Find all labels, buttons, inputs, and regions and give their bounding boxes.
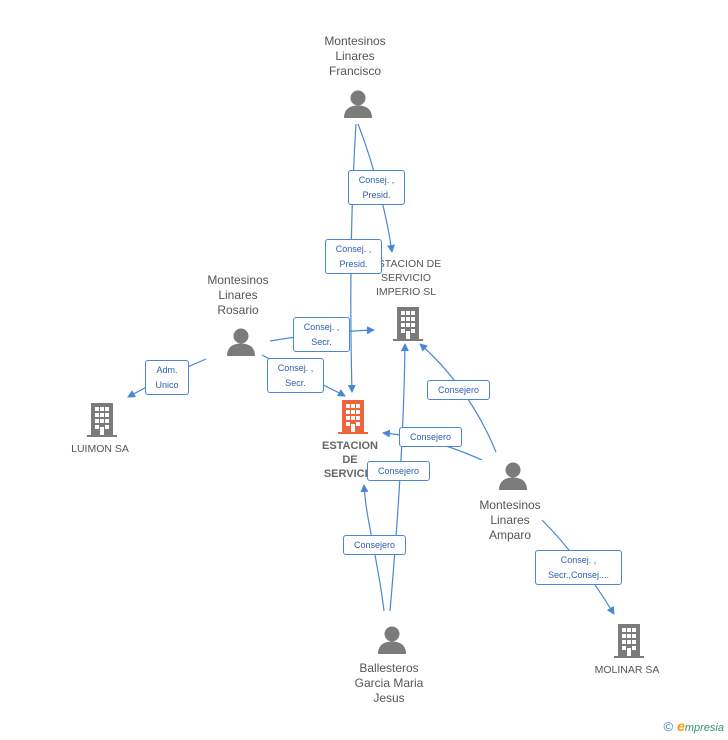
person-icon — [227, 328, 255, 356]
edge-label-consejero[interactable]: Consejero — [343, 535, 406, 555]
person-icon — [344, 90, 372, 118]
brand-logo-e: e — [677, 718, 685, 734]
edge-label-consejero[interactable]: Consejero — [399, 427, 462, 447]
person-icon — [378, 626, 406, 654]
person-icon — [499, 462, 527, 490]
building-icon — [393, 307, 423, 341]
footer-brand[interactable]: ©empresia — [663, 718, 724, 734]
person-francisco-label[interactable]: Montesinos Linares Francisco — [324, 34, 386, 78]
company-molinar-label[interactable]: MOLINAR SA — [594, 664, 660, 676]
edge-label-consejero[interactable]: Consejero — [367, 461, 430, 481]
edge-label-adm-unico[interactable]: Adm.Unico — [145, 360, 189, 395]
edge-label-consej-presid[interactable]: Consej. ,Presid. — [348, 170, 405, 205]
company-luimon-label[interactable]: LUIMON SA — [71, 443, 129, 455]
edge-label-consej-secr-consej[interactable]: Consej. ,Secr.,Consej.... — [535, 550, 622, 585]
edge-label-consej-secr[interactable]: Consej. ,Secr. — [267, 358, 324, 393]
person-amparo-label[interactable]: Montesinos Linares Amparo — [479, 498, 541, 542]
brand-logo-text: mpresia — [684, 722, 724, 734]
building-icon — [614, 624, 644, 658]
company-imperio-label[interactable]: ESTACION DE SERVICIO IMPERIO SL — [370, 258, 442, 298]
edge-label-consej-presid[interactable]: Consej. ,Presid. — [325, 239, 382, 274]
edge-label-consejero[interactable]: Consejero — [427, 380, 490, 400]
building-icon — [87, 403, 117, 437]
building-icon — [338, 400, 368, 434]
company-main-label[interactable]: ESTACION DE SERVICIO — [321, 440, 379, 480]
person-jesus-label[interactable]: Ballesteros Garcia Maria Jesus — [354, 661, 424, 705]
person-rosario-label[interactable]: Montesinos Linares Rosario — [207, 273, 269, 317]
copyright-symbol: © — [663, 719, 674, 734]
edge-label-consej-secr[interactable]: Consej. ,Secr. — [293, 317, 350, 352]
